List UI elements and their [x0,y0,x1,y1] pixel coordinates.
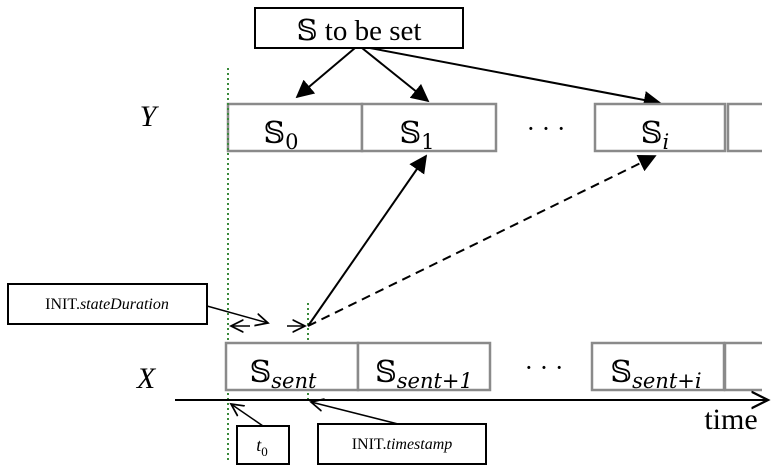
timestamp-prefix: INIT. [352,436,387,453]
top-box-symbol: 𝕊 [297,13,318,47]
y-slot-0-symbol: 𝕊 [263,116,285,151]
x-slot-sent [224,341,360,392]
y-slot-1-sub: 1 [421,130,434,154]
y-slot-1-label: 𝕊1 [399,116,434,154]
timestamp-box: INIT.timestamp [317,423,487,465]
y-slot-0-sub: 0 [285,130,298,154]
svg-text:𝕊 to be set: 𝕊 to be set [297,13,422,47]
x-slot-sent-i-symbol: 𝕊 [610,355,632,390]
row-x-label: X [136,362,157,395]
y-slot-partial [726,102,762,153]
state-duration-field: stateDuration [80,296,169,313]
x-ellipsis: · · · [525,353,564,382]
state-duration-pointer [206,305,268,323]
row-y: 𝕊0 𝕊1 · · · 𝕊i [226,102,762,154]
t0-pointer [231,404,264,427]
y-slot-i-sub: i [662,130,669,154]
y-ellipsis: · · · [527,114,566,143]
x-slot-sent-label: 𝕊sent [250,355,317,393]
y-slot-i-label: 𝕊i [641,116,669,154]
x-slot-partial [723,341,762,392]
arrow-sent-to-s1 [307,154,428,327]
row-y-label: Y [140,100,160,133]
x-slot-sent-symbol: 𝕊 [250,355,272,390]
timestamp-pointer [311,402,399,425]
row-x: 𝕊sent 𝕊sent+1 · · · 𝕊sent+i [224,341,762,393]
top-box: 𝕊 to be set [254,7,464,49]
state-duration-box: INIT.stateDuration [7,283,208,325]
x-slot-sent-1 [356,341,492,392]
x-slot-sent-1-sub: sent+1 [397,369,473,393]
x-slot-sent-i-sub: sent+i [632,369,701,393]
t0-box: t0 [236,425,290,465]
y-slot-1-symbol: 𝕊 [399,116,421,151]
y-slot-i-symbol: 𝕊 [641,116,663,151]
x-slot-sent-i-label: 𝕊sent+i [610,355,701,393]
x-slot-sent-1-symbol: 𝕊 [375,355,397,390]
time-axis-label: time [704,403,757,436]
x-slot-sent-1-label: 𝕊sent+1 [375,355,473,393]
timestamp-field: timestamp [387,436,453,453]
y-slot-0 [226,102,364,153]
y-slot-i [593,102,727,153]
svg-text:t0: t0 [256,435,268,459]
t0-symbol: t [256,435,262,455]
y-slot-1 [360,102,498,153]
state-duration-prefix: INIT. [45,296,80,313]
svg-text:INIT.timestamp: INIT.timestamp [352,436,453,453]
top-box-label: to be set [318,15,422,47]
svg-text:INIT.stateDuration: INIT.stateDuration [45,296,169,313]
x-slot-sent-sub: sent [271,369,317,393]
arrow-to-si [369,47,662,109]
arrow-to-s0 [295,47,356,99]
y-slot-0-label: 𝕊0 [263,116,298,154]
t0-sub: 0 [261,444,268,459]
arrow-sent-to-si [307,155,657,327]
arrow-to-s1 [361,47,430,103]
